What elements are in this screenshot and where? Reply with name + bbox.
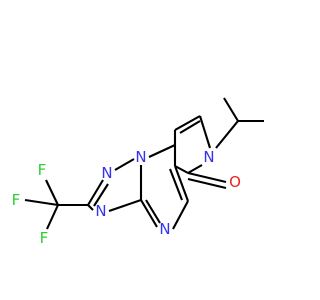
atom-label-f-bottom: F bbox=[40, 229, 49, 247]
bond-lines bbox=[24, 97, 264, 230]
atom-label-n-isopropyl: N bbox=[203, 148, 214, 166]
atom-label-f-top: F bbox=[38, 161, 47, 179]
atom-labels: N O N N N N F F F bbox=[12, 148, 241, 247]
bond-c3a-to-n-pyr bbox=[140, 199, 158, 228]
bond-cf3-to-f-left bbox=[24, 198, 59, 207]
bond-n-to-c-carbonyl bbox=[187, 164, 203, 174]
bond-c9-c8-inner bbox=[179, 120, 201, 134]
bond-c9-to-c8 bbox=[174, 115, 201, 131]
bond-n-top-c2-inner bbox=[93, 183, 109, 207]
bond-ch-to-me1 bbox=[223, 97, 239, 122]
molecule-structure: N O N N N N F F F bbox=[12, 97, 264, 247]
bond-cf3-to-f-top bbox=[45, 179, 59, 206]
bond-c-to-o bbox=[187, 171, 227, 184]
bond-c2-to-n-bottom bbox=[87, 204, 94, 211]
atom-label-n-triazole-top: N bbox=[101, 164, 112, 182]
bond-c5-to-c4a bbox=[174, 165, 189, 202]
bond-c-to-o-second bbox=[187, 177, 227, 190]
bond-n-pyr-to-c5 bbox=[172, 200, 189, 230]
bond-c10a-to-n-bridge bbox=[148, 144, 176, 158]
bond-n-top-to-c2 bbox=[87, 179, 104, 206]
atom-label-n-pyrimidine: N bbox=[159, 220, 170, 238]
atom-label-o-carbonyl: O bbox=[229, 173, 241, 191]
atom-label-n-bridgehead: N bbox=[135, 148, 146, 166]
bond-c3a-n-pyr-inner bbox=[145, 199, 161, 224]
bond-cf3-to-f-bottom bbox=[46, 204, 59, 230]
bond-c-carbonyl-to-c4a bbox=[174, 165, 189, 174]
bond-c5-c4a-inner bbox=[169, 168, 183, 201]
bond-n-to-ch bbox=[215, 120, 239, 149]
bond-n-bottom-to-c3a bbox=[108, 199, 142, 212]
bond-n-bridge-to-n-top bbox=[114, 158, 135, 171]
bond-c8-to-n bbox=[198, 115, 212, 149]
atom-label-f-left: F bbox=[12, 191, 21, 209]
atom-label-n-triazole-bottom: N bbox=[95, 202, 106, 220]
